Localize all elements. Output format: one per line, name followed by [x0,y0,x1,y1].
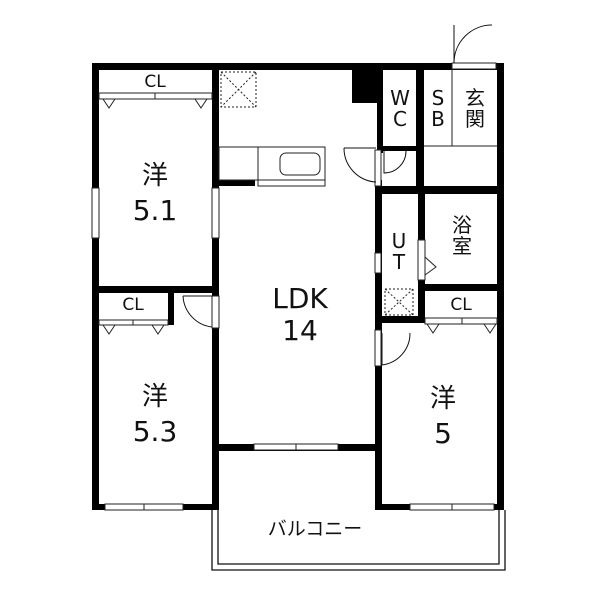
balcony-label: バルコニー [267,518,363,540]
closet-label-sw: CL [122,295,144,315]
shoe-box-char-b: B [431,107,445,131]
room-type-se: 洋 [429,384,456,414]
room-size-sw: 5.3 [132,415,178,448]
utility-char-u: U [391,229,407,253]
toilet-label: W C [388,88,412,130]
room-type-ldk: LDK [272,282,328,315]
room-size-se: 5 [434,417,452,450]
closet-label-nw: CL [144,72,166,92]
bathroom-char-1: 浴 [452,213,472,237]
toilet-char-c: C [393,107,407,131]
utility-label: U T [388,231,410,273]
entrance-char-2: 関 [465,107,485,131]
wall-top [92,63,504,70]
room-type-nw: 洋 [141,161,168,191]
room-size-ldk: 14 [282,314,318,347]
bathroom-label: 浴 室 [448,215,476,257]
utility-char-t: T [392,250,406,274]
closet-label-se: CL [450,295,472,315]
shoe-box-char-s: S [431,86,445,110]
bathroom-char-2: 室 [452,234,472,258]
entrance-label: 玄 関 [462,88,488,130]
entrance-char-1: 玄 [465,86,485,110]
room-size-nw: 5.1 [132,194,178,227]
shoe-box-label: S B [428,88,448,130]
toilet-char-w: W [390,86,410,110]
room-type-sw: 洋 [141,382,168,412]
